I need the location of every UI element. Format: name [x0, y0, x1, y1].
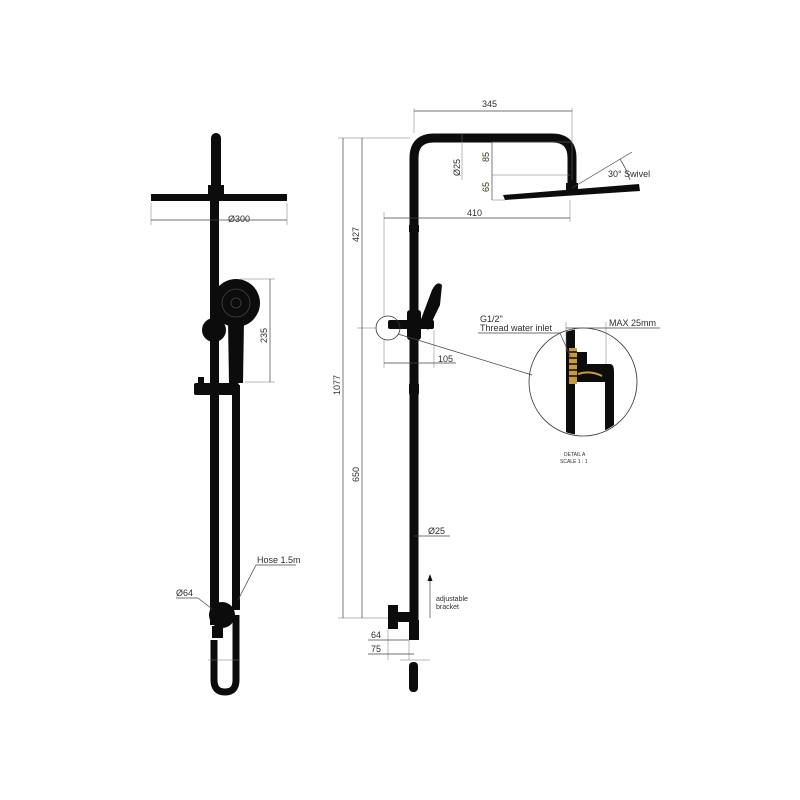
- detail-upper-body: [575, 352, 587, 364]
- dim-head-drop-upper: 85: [481, 152, 491, 162]
- label-hose: Hose 1.5m: [257, 555, 301, 565]
- side-collar-2: [409, 382, 419, 396]
- note-bracket-line2: bracket: [436, 604, 459, 611]
- side-shower-head: [503, 184, 640, 200]
- dim-total-height: 1077: [332, 375, 342, 395]
- front-base-fitting: [212, 626, 223, 638]
- front-riser: [210, 200, 219, 625]
- side-riser-arm: [409, 133, 577, 625]
- front-riser-top: [211, 133, 221, 195]
- detail-title: DETAIL A: [564, 452, 586, 458]
- dim-head-drop-lower: 65: [481, 182, 491, 192]
- detail-fitting-body: [575, 364, 614, 430]
- front-handshower-handle: [228, 320, 244, 383]
- detail-leader: [397, 333, 533, 376]
- side-holder-body: [407, 310, 421, 340]
- dim-base-projection: 75: [371, 644, 381, 654]
- detail-inlet-accent: [577, 371, 603, 377]
- detail-wall-plate: [566, 329, 575, 435]
- label-inlet-line2: Thread water inlet: [480, 323, 553, 333]
- front-handshower-face: [221, 288, 251, 318]
- front-holder-knob: [202, 318, 226, 342]
- detail-a: G1/2" Thread water inlet MAX 25mm DETAIL…: [397, 314, 660, 465]
- label-swivel: 30° Swivel: [608, 169, 650, 179]
- swivel-line: [571, 151, 633, 189]
- dim-head-projection: 410: [467, 208, 482, 218]
- side-base-fitting: [409, 620, 419, 640]
- front-hose: [232, 385, 240, 610]
- dim-elbow-projection: 64: [371, 630, 381, 640]
- label-max: MAX 25mm: [609, 318, 656, 328]
- label-inlet-line1: G1/2": [480, 314, 503, 324]
- leader-inlet: [559, 332, 572, 359]
- detail-thread: [569, 348, 577, 384]
- leader-elbow: [197, 597, 213, 610]
- front-wall-elbow: [209, 602, 235, 628]
- front-shower-head: [151, 194, 287, 201]
- front-hose-loop: [210, 615, 240, 696]
- detail-thread-lines: [569, 351, 577, 377]
- dim-head-diameter: Ø300: [228, 214, 250, 224]
- leader-hose: [237, 564, 257, 601]
- side-bottom-outlet: [409, 662, 418, 692]
- side-handshower: [420, 283, 442, 330]
- front-head-connector: [208, 185, 224, 195]
- dim-pipe-diameter-lower: Ø25: [428, 526, 445, 536]
- dim-upper-height: 427: [351, 227, 361, 242]
- dim-handshower-height: 235: [259, 328, 269, 343]
- side-view: 345 Ø25 85 65 30° Swivel 410 1077 427 65…: [332, 99, 650, 692]
- detail-scale: SCALE 1 : 1: [560, 459, 588, 465]
- note-bracket-line1: adjustable: [436, 596, 468, 603]
- front-handshower-center: [230, 297, 242, 309]
- dim-lower-height: 650: [351, 467, 361, 482]
- swivel-arc: [619, 158, 631, 181]
- side-collar-1: [409, 225, 419, 232]
- side-elbow-arm: [398, 612, 418, 622]
- front-slider-bracket: [194, 383, 239, 395]
- dim-bracket-projection: 105: [438, 354, 453, 364]
- front-view: Ø300 235 Hose 1.5m Ø64: [150, 133, 301, 696]
- label-elbow-diameter: Ø64: [176, 588, 193, 598]
- dim-arm-length: 345: [482, 99, 497, 109]
- front-handshower-head: [212, 279, 260, 327]
- front-slider-pin: [198, 377, 204, 385]
- dim-pipe-diameter-top: Ø25: [452, 159, 462, 176]
- side-wall-plate: [388, 605, 398, 629]
